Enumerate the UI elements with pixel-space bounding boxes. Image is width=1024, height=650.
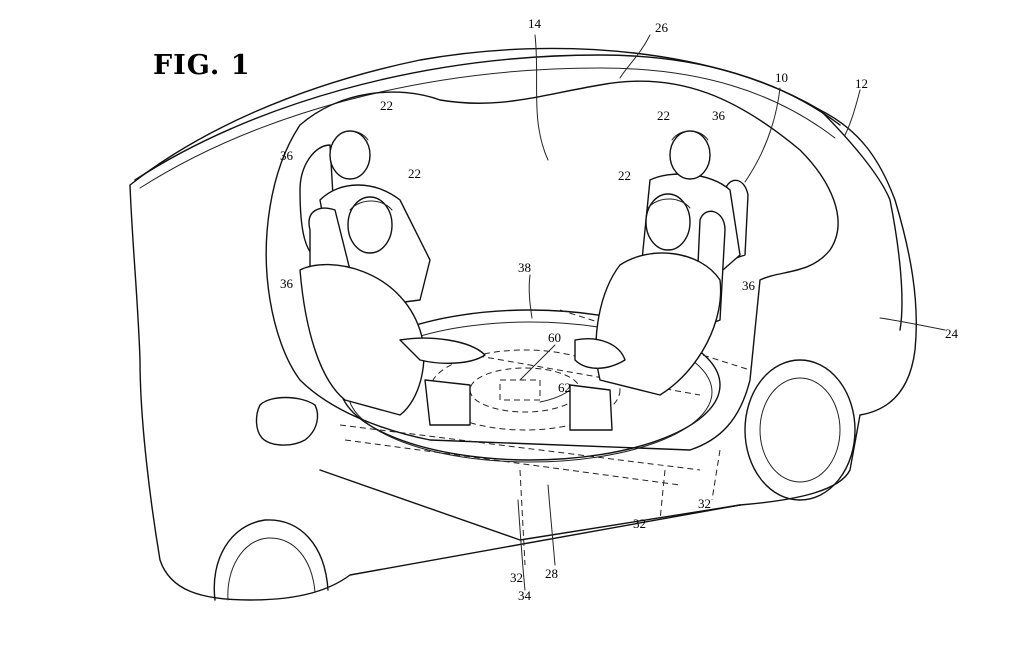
leader-26 bbox=[619, 34, 651, 79]
drive-unit bbox=[499, 379, 541, 401]
front-wheel bbox=[213, 519, 329, 601]
ref-26: 26 bbox=[655, 20, 669, 35]
ref-24: 24 bbox=[945, 326, 959, 341]
rocker-panel bbox=[319, 469, 741, 541]
front-wheel-inner bbox=[227, 537, 316, 601]
leader-60 bbox=[519, 344, 556, 381]
ref-22-rear-right: 22 bbox=[657, 108, 670, 123]
ref-60: 60 bbox=[548, 330, 561, 345]
rear-wheel bbox=[744, 359, 856, 501]
ref-36-front-right: 36 bbox=[742, 278, 756, 293]
rail-leg-1 bbox=[519, 469, 526, 566]
rail-leg-3 bbox=[711, 449, 721, 501]
ref-36-rear-left: 36 bbox=[280, 148, 294, 163]
ref-38: 38 bbox=[518, 260, 531, 275]
leader-28 bbox=[547, 484, 556, 566]
ref-34: 34 bbox=[518, 588, 532, 603]
ref-28: 28 bbox=[545, 566, 558, 581]
rail-right bbox=[559, 309, 751, 371]
leader-10 bbox=[744, 87, 781, 183]
vehicle-body-outline bbox=[129, 47, 917, 601]
leader-38 bbox=[528, 274, 533, 319]
rear-wheel-hub bbox=[759, 377, 841, 483]
figure-title: FIG. 1 bbox=[153, 50, 251, 81]
ref-10: 10 bbox=[775, 70, 788, 85]
ref-32-left: 32 bbox=[510, 570, 523, 585]
side-mirror bbox=[255, 396, 319, 446]
ref-62: 62 bbox=[558, 380, 571, 395]
seat-front-right bbox=[569, 193, 726, 431]
seat-front-left bbox=[299, 196, 486, 426]
windshield-edge bbox=[819, 109, 903, 331]
rail-lower bbox=[339, 424, 701, 471]
ref-22-front-left: 22 bbox=[408, 166, 421, 181]
leader-62 bbox=[539, 389, 571, 403]
ref-14: 14 bbox=[528, 16, 542, 31]
leader-12 bbox=[844, 89, 861, 136]
rail-left bbox=[359, 334, 701, 396]
leader-14 bbox=[534, 34, 549, 161]
cabin-cutaway bbox=[265, 80, 839, 451]
roof-line bbox=[134, 54, 841, 181]
ref-32-right: 32 bbox=[698, 496, 711, 511]
ref-12: 12 bbox=[855, 76, 868, 91]
ref-32-center: 32 bbox=[633, 516, 646, 531]
leader-34 bbox=[517, 499, 526, 591]
roof-line-inner bbox=[139, 67, 836, 189]
ref-36-front-left: 36 bbox=[280, 276, 294, 291]
ref-22-front-right: 22 bbox=[618, 168, 631, 183]
ref-22-rear-left: 22 bbox=[380, 98, 393, 113]
ref-36-rear-right: 36 bbox=[712, 108, 726, 123]
leader-24 bbox=[879, 317, 946, 331]
rail-lower-2 bbox=[344, 439, 681, 486]
rail-leg-2 bbox=[659, 469, 666, 521]
